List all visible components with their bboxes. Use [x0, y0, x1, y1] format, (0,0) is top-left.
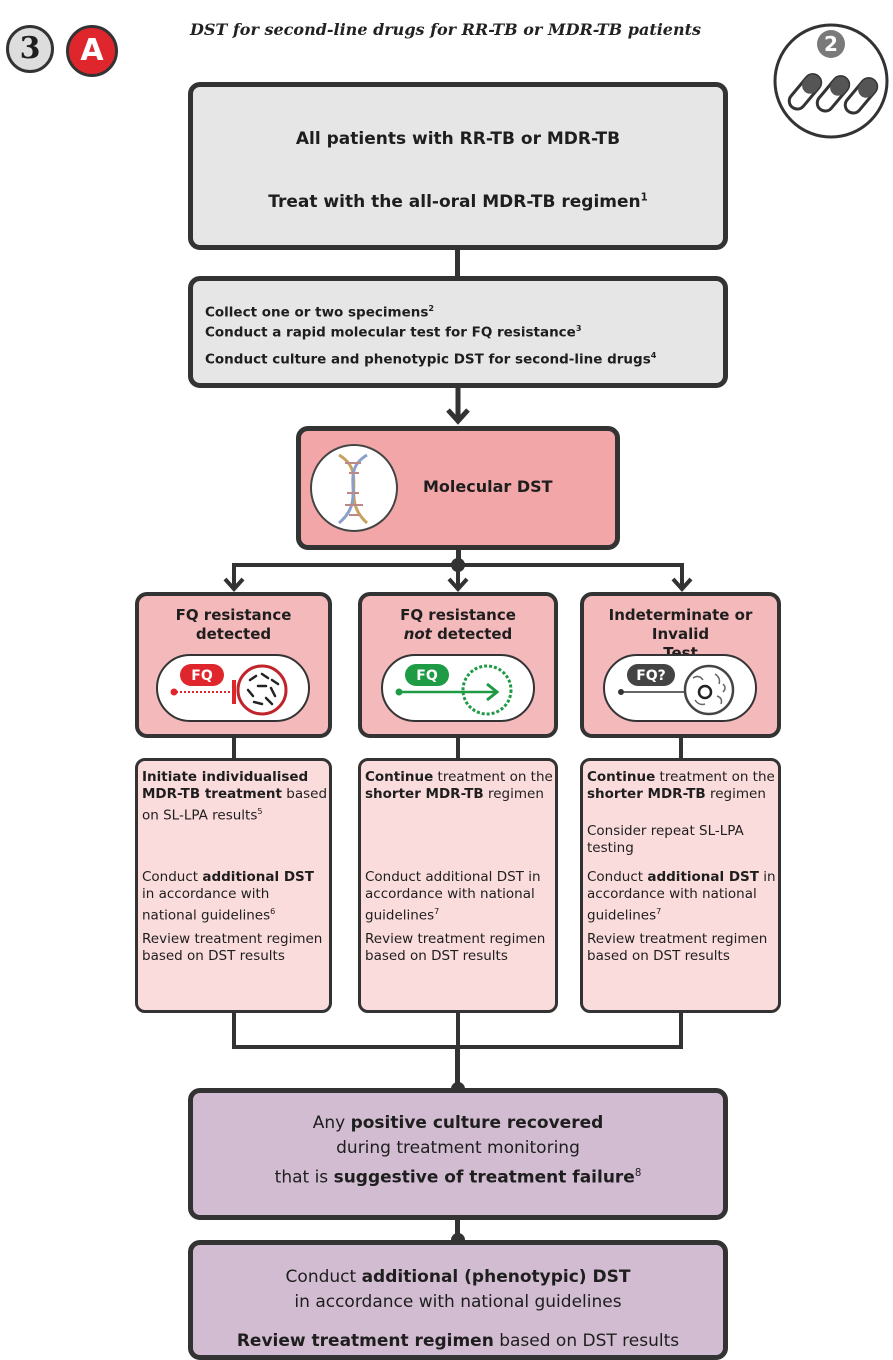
initiate-treatment-text: Initiate individualised MDR-TB treatment… [142, 769, 328, 824]
arrow-down [446, 388, 470, 426]
connector [679, 1013, 683, 1047]
fq-not-detected-actions: Continue treatment on the shorter MDR-TB… [358, 758, 558, 1013]
positive-culture-text: Any positive culture recovered during tr… [274, 1113, 642, 1188]
pill-badge-number: 2 [824, 32, 838, 56]
molecular-dst-box: Molecular DST [296, 426, 620, 550]
collect-specimens-box: Collect one or two specimens2 Conduct a … [188, 276, 728, 388]
review-regimen-text: Review treatment regimen based on DST re… [142, 931, 323, 964]
step-number-badge: 3 [6, 25, 54, 73]
all-patients-box: All patients with RR-TB or MDR-TB Treat … [188, 82, 728, 250]
arrow-down [446, 563, 470, 593]
page-title: DST for second-line drugs for RR-TB or M… [190, 20, 701, 39]
review-regimen-final-text: Review treatment regimen based on DST re… [236, 1331, 680, 1351]
review-regimen-text: Review treatment regimen based on DST re… [365, 931, 546, 964]
all-patients-text: All patients with RR-TB or MDR-TB [295, 129, 621, 149]
additional-dst-text: Conduct additional DST in accordance wit… [365, 869, 541, 924]
positive-culture-box: Any positive culture recovered during tr… [188, 1088, 728, 1220]
fq-detected-pill: FQ [156, 654, 310, 722]
additional-dst-final-text: Conduct additional (phenotypic) DST in a… [285, 1267, 631, 1312]
indeterminate-pill: FQ? [603, 654, 757, 722]
dna-icon [309, 443, 399, 533]
connector [455, 1220, 460, 1240]
connector [232, 1013, 236, 1047]
connector [232, 738, 236, 760]
fq-tag: FQ [191, 668, 213, 684]
treat-regimen-text: Treat with the all-oral MDR-TB regimen1 [268, 192, 648, 212]
indeterminate-actions: Continue treatment on the shorter MDR-TB… [580, 758, 781, 1013]
collect-specimens-text: Collect one or two specimens2 [205, 303, 435, 321]
fq-tag: FQ? [636, 668, 666, 684]
connector [679, 738, 683, 760]
connector [455, 250, 460, 278]
additional-dst-text: Conduct additional DST in accordance wit… [587, 869, 776, 924]
continue-treatment-text: Continue treatment on the shorter MDR-TB… [587, 769, 775, 802]
culture-dst-text: Conduct culture and phenotypic DST for s… [205, 350, 657, 368]
rapid-test-text: Conduct a rapid molecular test for FQ re… [205, 323, 582, 341]
review-regimen-text: Review treatment regimen based on DST re… [587, 931, 768, 964]
connector [456, 1013, 460, 1047]
fq-detected-actions: Initiate individualised MDR-TB treatment… [135, 758, 332, 1013]
connector [455, 1045, 460, 1089]
connector [456, 738, 460, 760]
molecular-dst-label: Molecular DST [423, 477, 553, 496]
arrow-down [222, 563, 246, 593]
additional-dst-text: Conduct additional DST in accordance wit… [142, 869, 314, 924]
step-letter-badge: A [66, 25, 118, 77]
repeat-lpa-text: Consider repeat SL-LPA testing [587, 823, 744, 856]
continue-treatment-text: Continue treatment on the shorter MDR-TB… [365, 769, 553, 802]
pills-icon: 2 [772, 22, 890, 140]
fq-not-detected-pill: FQ [381, 654, 535, 722]
additional-dst-box: Conduct additional (phenotypic) DST in a… [188, 1240, 728, 1360]
arrow-down [670, 563, 694, 593]
fq-tag: FQ [416, 668, 438, 684]
